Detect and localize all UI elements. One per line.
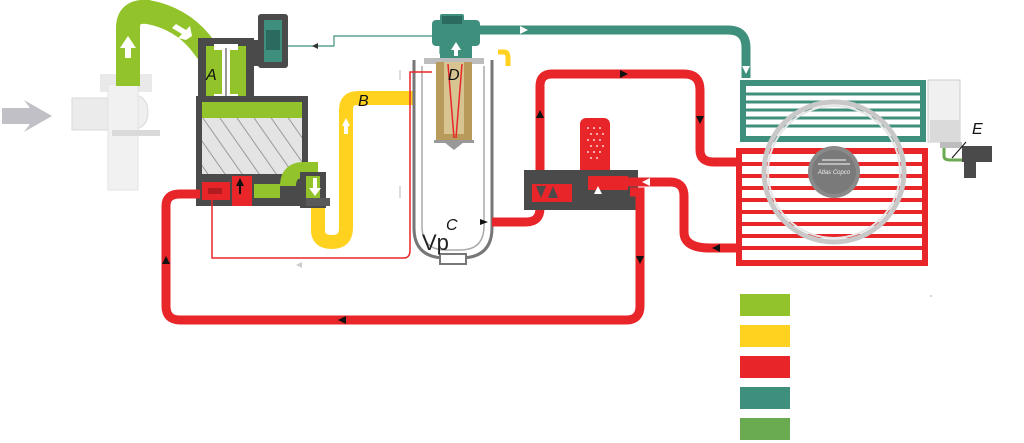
up-arrow-icon — [536, 110, 544, 118]
left-arrow-icon — [296, 262, 302, 268]
legend-swatch — [740, 325, 790, 347]
down-arrow-icon — [696, 116, 704, 124]
down-arrow-icon — [742, 66, 750, 74]
diagonal-arrow-icon — [172, 24, 192, 40]
air-intake-duct — [116, 0, 230, 86]
up-arrow-icon — [236, 178, 244, 194]
air-filter — [71, 74, 160, 191]
left-arrow-icon — [338, 316, 346, 324]
thermostatic-valve — [280, 162, 330, 208]
intake-arrow-icon — [2, 100, 52, 132]
right-arrow-icon — [480, 219, 488, 225]
oil-control-line — [211, 71, 432, 268]
left-arrow-icon — [312, 43, 318, 49]
compressed-air-pipe — [478, 25, 751, 78]
minimum-pressure-valve-d — [432, 14, 511, 66]
compressor-element — [196, 96, 308, 180]
legend-swatch — [740, 387, 790, 409]
left-arrow-icon — [642, 178, 650, 186]
up-arrow-icon — [451, 42, 461, 56]
legend — [740, 294, 790, 440]
oil-filter — [524, 118, 638, 210]
oil-return-pipe — [620, 177, 740, 253]
left-arrow-icon — [712, 244, 720, 252]
brand-text: Atlas Copco — [817, 170, 851, 176]
cooling-fan: Atlas Copco — [761, 99, 907, 245]
up-arrow-icon — [120, 36, 136, 58]
right-arrow-icon — [520, 26, 528, 34]
right-arrow-icon — [620, 70, 628, 78]
oil-outlet-pipe-c — [480, 69, 740, 227]
unloader-valve — [254, 14, 288, 68]
up-arrow-icon — [594, 186, 602, 194]
legend-swatch — [740, 418, 790, 440]
oil-air-discharge-pipe-b — [311, 91, 430, 250]
oil-injection-loop — [161, 187, 645, 325]
intake-valve-a — [198, 38, 254, 102]
water-separator-e — [927, 79, 992, 178]
label-d: D — [448, 67, 460, 84]
label-b: B — [358, 93, 369, 110]
label-e: E — [972, 121, 983, 138]
control-line — [288, 35, 441, 54]
up-arrow-icon — [162, 256, 170, 264]
label-a: A — [205, 67, 217, 84]
legend-swatch — [740, 294, 790, 316]
up-arrow-icon — [342, 118, 350, 134]
legend-swatch — [740, 356, 790, 378]
down-arrow-icon — [309, 178, 321, 196]
label-vp: Vp — [422, 230, 449, 255]
air-aftercooler — [740, 80, 926, 142]
oil-separator-vessel — [399, 58, 494, 265]
label-c: C — [446, 217, 458, 234]
down-arrow-icon — [636, 256, 644, 264]
